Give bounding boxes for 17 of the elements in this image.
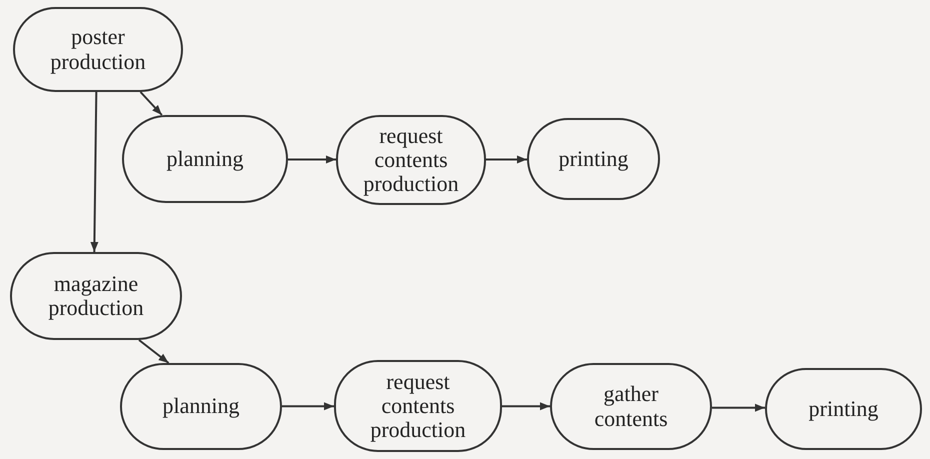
process-box: request contents production [336,115,486,205]
arrow [502,402,550,410]
arrow [138,339,170,364]
arrow [712,404,765,412]
arrow [288,156,336,164]
process-box: planning [120,363,282,450]
process-box: request contents production [334,360,502,452]
arrow [486,156,527,164]
arrow [282,402,334,410]
process-box: gather contents [550,363,712,450]
arrow [140,91,163,116]
arrow [90,92,98,252]
process-box: printing [765,368,922,450]
process-box: poster production [13,7,183,92]
process-box: planning [122,115,288,203]
process-box: printing [527,118,660,200]
process-box: magazine production [10,252,182,340]
